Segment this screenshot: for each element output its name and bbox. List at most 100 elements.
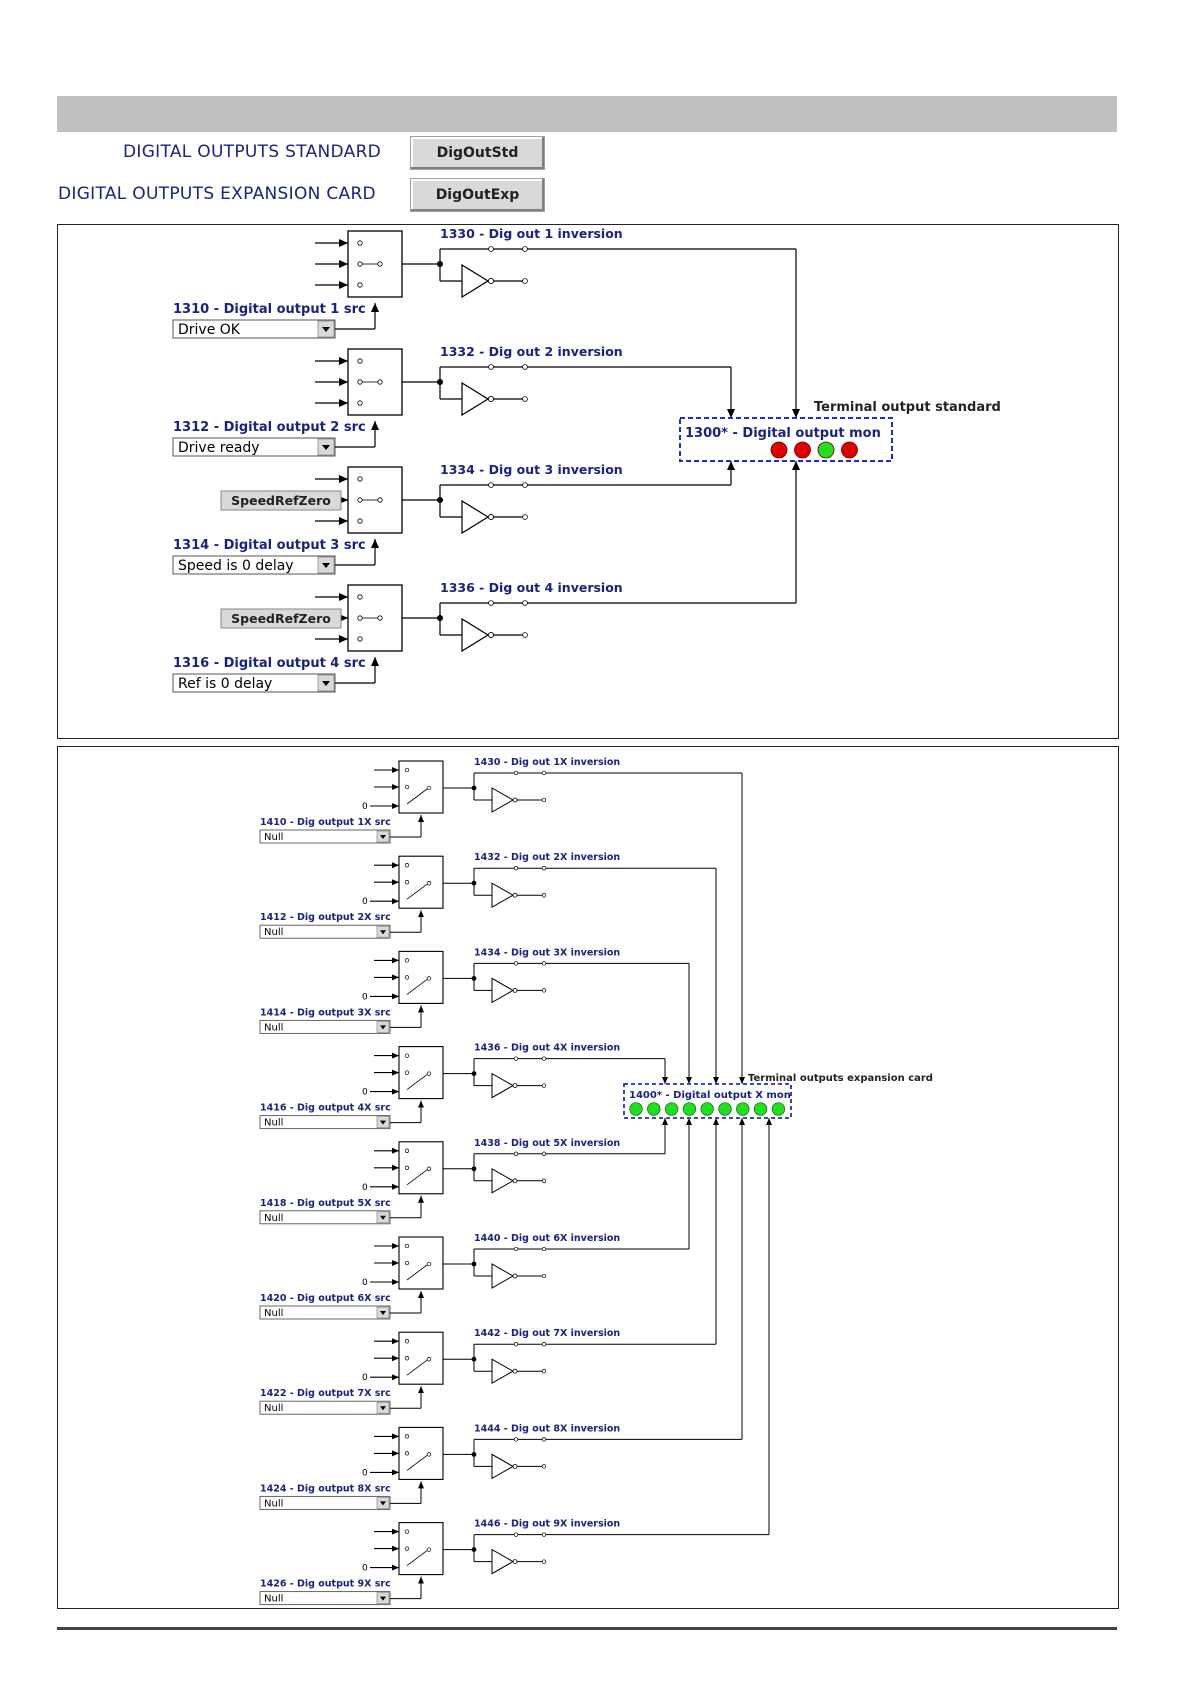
source-parameter-label: 1314 - Digital output 3 src [173,538,366,553]
input-terminal [357,261,363,267]
inverter-output-terminal [541,1178,547,1183]
source-dropdown[interactable]: Null [259,1210,391,1225]
output-status-led [736,1102,750,1116]
source-dropdown[interactable]: Drive ready [172,437,336,457]
digoutstd-button[interactable]: DigOutStd [410,136,545,170]
source-dropdown[interactable]: Null [259,1115,391,1130]
inverter-output-terminal [541,1083,547,1088]
source-dropdown[interactable]: Null [259,1591,391,1606]
switch-pivot [426,1071,432,1076]
input-terminal [357,476,363,482]
junction-dot [471,1166,477,1172]
zero-input-label: 0 [362,1564,368,1574]
source-dropdown[interactable]: Speed is 0 delay [172,555,336,575]
input-terminal [404,1165,410,1170]
switch-pivot [426,976,432,981]
selector-box [398,1426,444,1480]
chevron-down-icon [322,563,330,568]
source-parameter-label: 1412 - Dig output 2X src [260,912,391,923]
inversion-parameter-label: 1430 - Dig out 1X inversion [474,757,620,768]
inverter-output-terminal [541,1559,547,1564]
inverter-bubble [512,987,518,993]
source-dropdown-value: Drive ready [178,440,260,456]
source-dropdown[interactable]: Null [259,924,391,939]
monitor-parameter-label: 1300* - Digital output mon [685,426,881,441]
source-dropdown[interactable]: Ref is 0 delay [172,673,336,693]
zero-input-label: 0 [362,1468,368,1478]
inverter-bubble [512,1464,518,1469]
inverter-triangle-icon [491,1548,515,1575]
zero-input-label: 0 [362,1278,368,1288]
source-dropdown-value: Ref is 0 delay [178,676,272,692]
chevron-down-icon [380,1215,386,1220]
source-dropdown[interactable]: Null [259,1305,391,1320]
input-terminal [404,880,410,885]
source-dropdown[interactable]: Drive OK [172,319,336,339]
inverter-bubble [512,1559,518,1564]
input-terminal [357,400,363,406]
source-dropdown-field[interactable] [259,1400,391,1415]
monitor-parameter-label: 1400* - Digital output X mon [629,1090,791,1101]
junction-dot [471,976,477,981]
source-dropdown-value: Null [264,832,283,843]
source-dropdown[interactable]: Null [259,1019,391,1034]
inversion-switch-terminal [522,246,528,252]
inversion-parameter-label: 1432 - Dig out 2X inversion [474,852,620,863]
inversion-switch-terminal [513,961,519,966]
source-parameter-label: 1424 - Dig output 8X src [260,1483,391,1494]
header-bar [57,96,1117,132]
input-terminal [357,615,363,621]
inverter-output-terminal [522,632,528,638]
inverter-bubble [512,1368,518,1374]
digital-output-channel: 1334 - Dig out 3 inversion 1314 - Digital… [172,461,735,575]
selector-box [398,760,444,814]
junction-dot [437,379,443,385]
source-dropdown[interactable]: Null [259,1495,391,1510]
input-terminal [404,1070,410,1075]
source-parameter-label: 1414 - Dig output 3X src [260,1007,391,1018]
inverter-output-terminal [541,797,547,803]
switch-contact [406,883,428,900]
inversion-switch-terminal [541,1437,547,1442]
inversion-parameter-label: 1440 - Dig out 6X inversion [474,1233,620,1244]
inversion-switch-terminal [513,770,519,776]
chevron-down-icon [322,327,330,332]
inverter-output-terminal [541,893,547,898]
inverter-triangle-icon [491,882,515,909]
digoutexp-button[interactable]: DigOutExp [410,178,545,212]
source-dropdown[interactable]: Null [259,1400,391,1415]
inverter-output-terminal [522,514,528,520]
inverter-bubble [512,797,518,803]
selector-box [398,1331,444,1385]
output-status-led [682,1102,697,1116]
inverter-bubble [512,1178,518,1184]
input-terminal [404,784,410,790]
switch-contact [406,1074,428,1090]
input-terminal [357,240,363,246]
source-parameter-label: 1312 - Digital output 2 src [173,420,366,435]
source-parameter-label: 1426 - Dig output 9X src [260,1579,391,1590]
source-dropdown-value: Drive OK [178,322,241,338]
source-dropdown-field[interactable] [259,1115,391,1130]
source-dropdown-value: Null [264,1213,283,1224]
source-parameter-label: 1420 - Dig output 6X src [260,1293,391,1304]
chevron-down-icon [380,835,386,839]
chevron-down-icon [380,1406,386,1411]
inverter-bubble [487,631,495,639]
speedrefzero-button[interactable]: SpeedRefZero [220,608,342,629]
junction-dot [471,1071,477,1076]
source-dropdown-value: Speed is 0 delay [178,558,294,574]
inverter-triangle-icon [491,1453,515,1480]
inversion-switch-terminal [488,482,494,488]
junction-dot [437,497,443,503]
inverter-triangle-icon [491,1072,515,1099]
source-dropdown[interactable]: Null [259,829,391,844]
speedrefzero-button[interactable]: SpeedRefZero [220,490,342,511]
junction-dot [471,880,477,886]
inversion-parameter-label: 1334 - Dig out 3 inversion [440,462,623,477]
